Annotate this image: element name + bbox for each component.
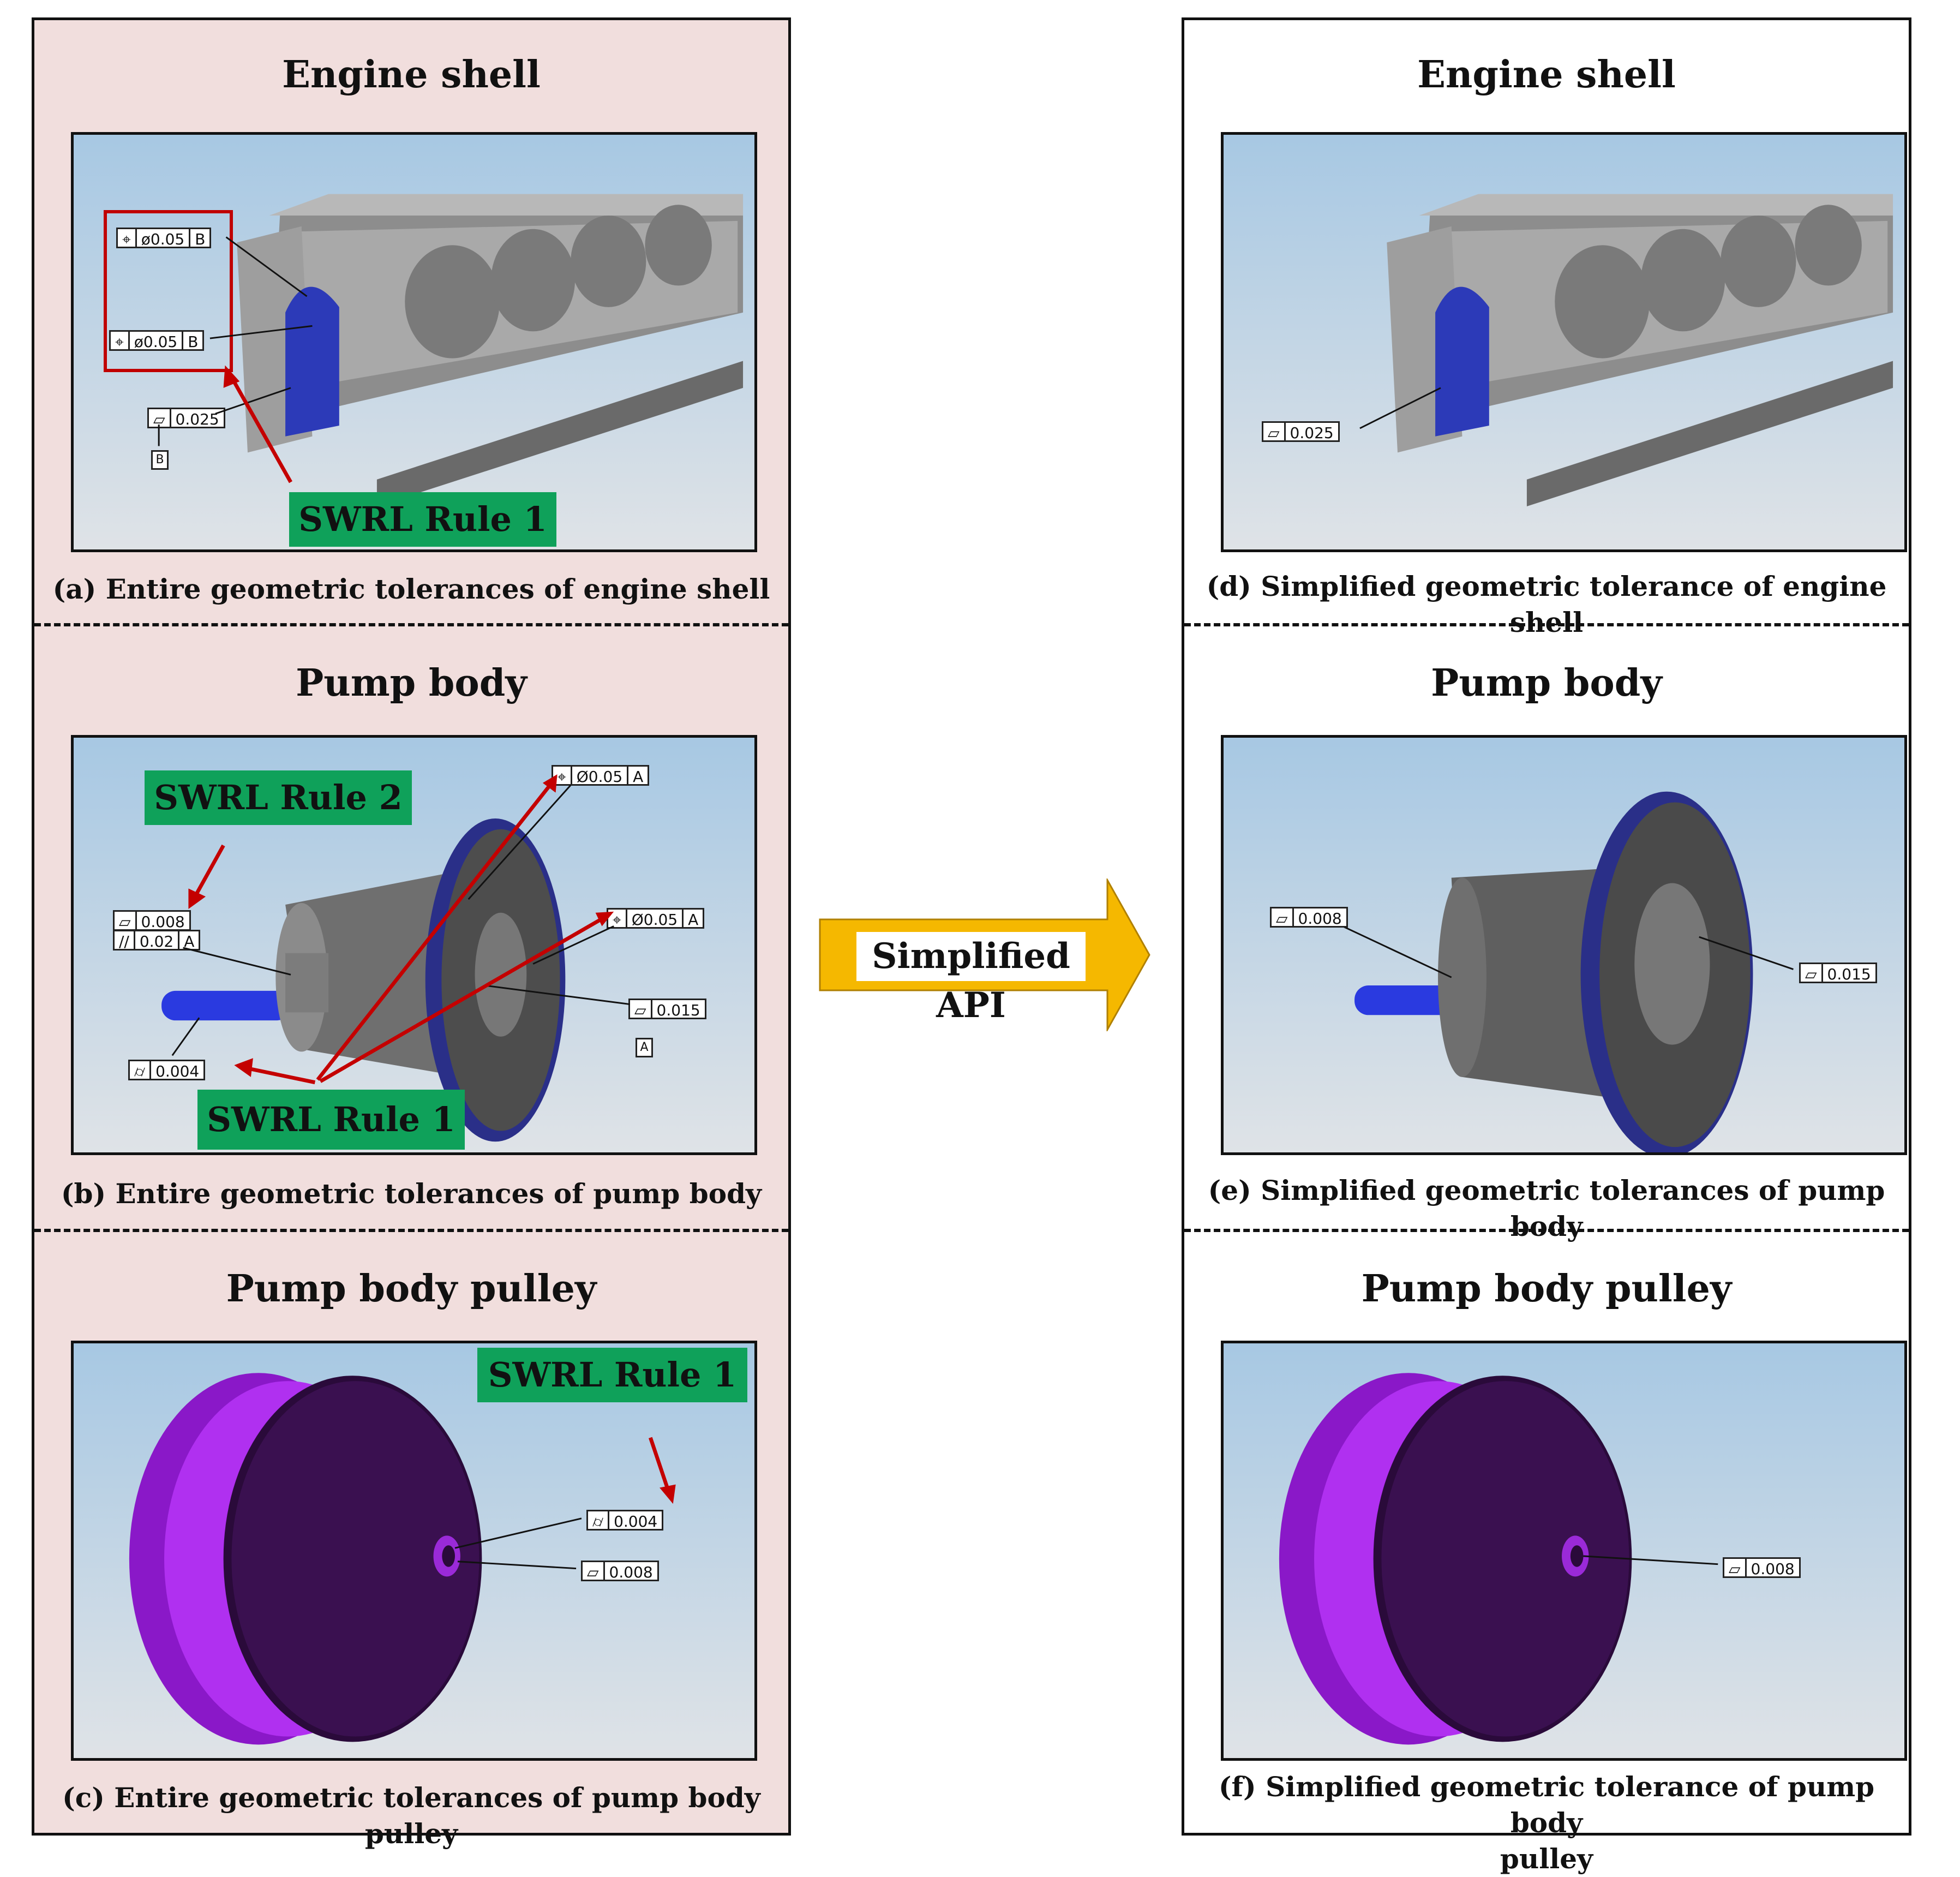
section-caption: (b) Entire geometric tolerances of pump … <box>61 1177 762 1210</box>
section-caption: (d) Simplified geometric tolerance of en… <box>1206 570 1887 638</box>
simplified-api-arrow: Simplified API <box>818 878 1151 1031</box>
datum-tag: B <box>151 450 169 470</box>
swrl-rule-1-label: SWRL Rule 1 <box>477 1348 747 1402</box>
fcf-flatness: ▱0.015 <box>1799 963 1877 983</box>
cad-viewport-pulley-simplified: ▱0.008 <box>1221 1341 1907 1761</box>
engine-block-model <box>1359 194 1893 507</box>
fcf-flatness: ▱0.008 <box>1723 1557 1801 1578</box>
pump-body-model <box>1319 791 1794 1152</box>
fcf-flatness: ▱0.008 <box>1270 907 1348 928</box>
section-caption: (f) Simplified geometric tolerance of pu… <box>1184 1769 1909 1877</box>
section-title: Pump body <box>1431 661 1662 705</box>
fcf-cylindricity: ⌭0.004 <box>128 1060 206 1080</box>
section-title: Pump body pulley <box>226 1267 597 1311</box>
section-caption: (a) Entire geometric tolerances of engin… <box>52 573 770 605</box>
cad-viewport-pulley-full: ⌭0.004 ▱0.008 SWRL Rule 1 <box>71 1341 757 1761</box>
section-caption: (e) Simplified geometric tolerances of p… <box>1208 1174 1885 1242</box>
engine-block-model <box>237 194 744 507</box>
pulley-model <box>1279 1373 1718 1745</box>
fcf-flatness: ▱0.015 <box>628 999 706 1019</box>
section-title: Engine shell <box>282 53 541 97</box>
fcf-flatness: ▱0.008 <box>581 1561 659 1581</box>
cad-viewport-pump-simplified: ▱0.008 ▱0.015 <box>1221 735 1907 1155</box>
right-column: Engine shell ▱0.025 (d) Simplified geome… <box>1182 17 1911 1875</box>
section-title: Engine shell <box>1417 53 1676 97</box>
section-divider <box>1184 623 1909 626</box>
arrow-label: Simplified API <box>856 932 1086 1026</box>
fcf-cylindricity: ⌭0.004 <box>586 1510 664 1531</box>
section-divider <box>34 623 788 626</box>
section-title: Pump body pulley <box>1361 1267 1732 1311</box>
swrl-rule-1-label: SWRL Rule 1 <box>197 1090 465 1150</box>
section-divider <box>1184 1229 1909 1232</box>
swrl-rule-1-label: SWRL Rule 1 <box>289 492 556 547</box>
fcf-flatness: ▱0.025 <box>1262 421 1340 442</box>
fcf-flatness: ▱0.008 <box>113 910 191 931</box>
cad-viewport-engine-simplified: ▱0.025 <box>1221 132 1907 552</box>
caption-line: (f) Simplified geometric tolerance of pu… <box>1218 1771 1875 1839</box>
pulley-model <box>129 1373 482 1745</box>
section-divider <box>34 1229 788 1232</box>
datum-tag: A <box>636 1038 653 1057</box>
fcf-flatness: ▱0.025 <box>147 408 225 428</box>
swrl-rule-2-label: SWRL Rule 2 <box>145 770 412 825</box>
section-title: Pump body <box>296 661 527 705</box>
caption-line: pulley <box>1500 1843 1593 1875</box>
section-caption: (c) Entire geometric tolerances of pump … <box>62 1782 760 1850</box>
